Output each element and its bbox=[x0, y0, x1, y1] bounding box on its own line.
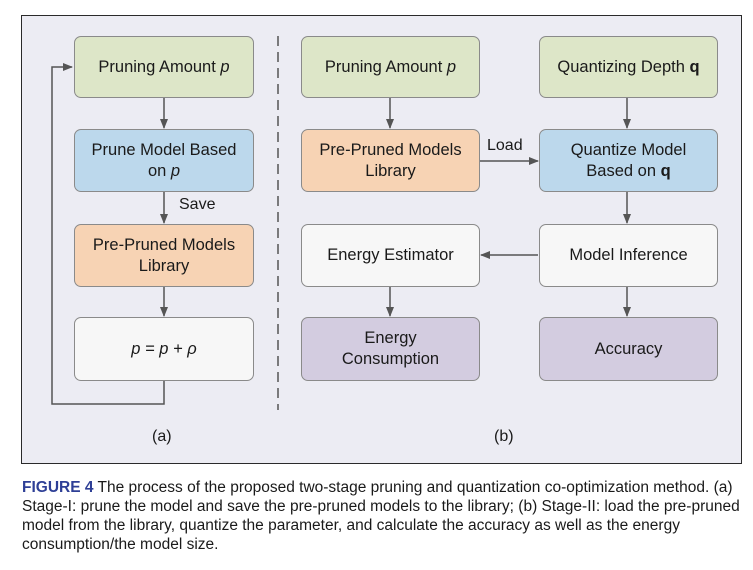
energy-consumption-label: Energy Consumption bbox=[341, 329, 440, 368]
energy-estimator-box: Energy Estimator bbox=[301, 224, 480, 287]
pre-pruned-library-box-b: Pre-Pruned Models Library bbox=[301, 129, 480, 192]
model-inference-box: Model Inference bbox=[539, 224, 718, 287]
update-p-box: p = p + ρ bbox=[74, 317, 254, 381]
load-label: Load bbox=[487, 137, 523, 154]
stage-a-label: (a) bbox=[152, 428, 172, 445]
energy-consumption-box: Energy Consumption bbox=[301, 317, 480, 381]
energy-estimator-label: Energy Estimator bbox=[327, 246, 454, 264]
figure-caption: FIGURE 4 The process of the proposed two… bbox=[22, 478, 742, 554]
update-p-formula: p = p + ρ bbox=[131, 339, 197, 358]
pruning-amount-label-a: Pruning Amount p bbox=[98, 57, 230, 76]
arrow-feedback-loop bbox=[51, 63, 165, 405]
accuracy-label: Accuracy bbox=[594, 339, 663, 358]
pre-pruned-library-box-a: Pre-Pruned Models Library bbox=[74, 224, 254, 287]
pre-pruned-library-label-b: Pre-Pruned Models Library bbox=[319, 140, 462, 180]
pruning-amount-label-b: Pruning Amount p bbox=[324, 57, 457, 76]
caption-text: The process of the proposed two-stage pr… bbox=[22, 479, 740, 553]
figure-number: FIGURE 4 bbox=[22, 479, 94, 496]
quantize-model-box: Quantize Model Based on q bbox=[539, 129, 718, 192]
pruning-amount-box-b: Pruning Amount p bbox=[301, 36, 480, 98]
quantizing-depth-label: Quantizing Depth q bbox=[557, 57, 700, 76]
pruning-amount-box-a: Pruning Amount p bbox=[74, 36, 254, 98]
quantizing-depth-box: Quantizing Depth q bbox=[539, 36, 718, 98]
stage-b-label: (b) bbox=[494, 428, 514, 445]
pre-pruned-library-label-a: Pre-Pruned Models Library bbox=[92, 235, 236, 275]
model-inference-label: Model Inference bbox=[569, 246, 688, 264]
prune-model-box: Prune Model Based on p bbox=[74, 129, 254, 192]
save-label: Save bbox=[179, 196, 216, 213]
quantize-model-label: Quantize Model Based on q bbox=[570, 140, 687, 180]
prune-model-label: Prune Model Based on p bbox=[91, 140, 237, 180]
accuracy-box: Accuracy bbox=[539, 317, 718, 381]
